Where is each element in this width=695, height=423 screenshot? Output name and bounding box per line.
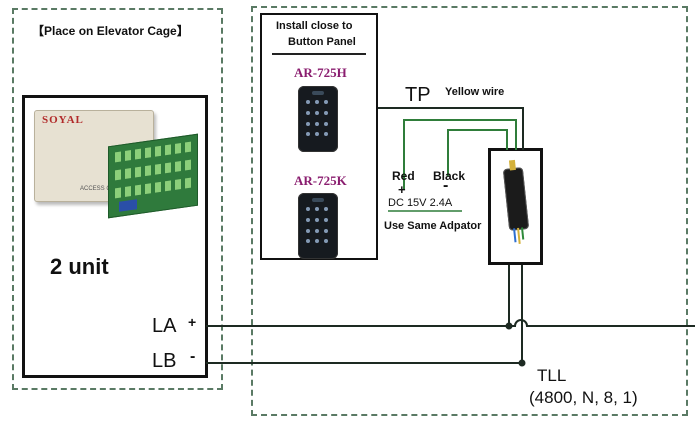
- reader-model-1: AR-725H: [294, 65, 347, 80]
- yellow-wire-label: Yellow wire: [445, 86, 505, 98]
- port-la-label: LA: [152, 315, 177, 337]
- keypad-reader-2: [298, 193, 338, 259]
- la-junction-dot: [505, 322, 513, 330]
- reader-model-2: AR-725K: [294, 173, 347, 188]
- la-bus-line: [206, 319, 695, 327]
- controller-caption: ACCESS CONTROL: [80, 186, 136, 192]
- reader-panel-title-line1: Install close to: [276, 20, 353, 32]
- keypad-reader-1: [298, 86, 338, 152]
- unit-count-label: 2 unit: [50, 254, 109, 279]
- tll-label: TLL: [537, 366, 567, 385]
- power-negative-wire: [447, 129, 508, 176]
- floor-region: [251, 6, 688, 416]
- red-wire-label: Red: [392, 169, 415, 183]
- black-wire-label: Black: [433, 169, 466, 183]
- controller-brand-label: SOYAL: [42, 114, 84, 126]
- elevator-cage-title: 【Place on Elevator Cage】: [32, 24, 189, 38]
- port-lb-sign: -: [190, 348, 196, 365]
- power-positive-wire: [403, 119, 517, 190]
- port-la-sign: +: [188, 314, 197, 330]
- power-note-label: Use Same Adpator: [384, 220, 482, 232]
- lb-junction-dot: [518, 359, 526, 367]
- reader-panel-title-line2: Button Panel: [288, 36, 356, 48]
- red-wire-sign: +: [398, 182, 406, 197]
- reader-panel-title-underline: [272, 53, 366, 55]
- power-spec-label: DC 15V 2.4A: [388, 197, 453, 209]
- elevator-cage-region: [12, 8, 223, 390]
- black-wire-sign: -: [443, 177, 449, 194]
- controller-device-image: SOYAL ACCESS CONTROL: [30, 104, 200, 219]
- port-lb-label: LB: [152, 350, 177, 372]
- tp-label: TP: [405, 84, 431, 106]
- tll-params: (4800, N, 8, 1): [529, 388, 638, 407]
- tp-wire: [378, 107, 524, 150]
